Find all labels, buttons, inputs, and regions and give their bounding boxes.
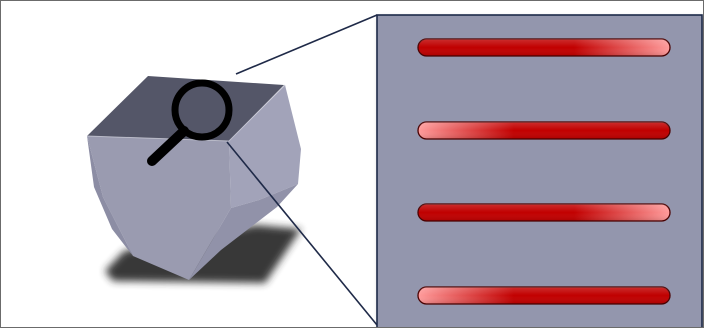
block-top-face: [87, 76, 284, 141]
magnifier-icon: [147, 79, 233, 166]
callout-line-top: [235, 14, 378, 75]
block-top-edge-highlight: [86, 84, 286, 142]
block-front-face: [87, 136, 231, 280]
stripe-1: [417, 38, 671, 57]
callout-line-bottom: [226, 141, 378, 326]
block-right-face: [229, 85, 301, 208]
faceted-block: [86, 76, 301, 280]
block-lower-right-face: [189, 184, 298, 280]
zoom-panel: [376, 14, 703, 327]
stripe-4: [417, 286, 671, 305]
stripe-3: [417, 203, 671, 222]
stripe-2: [417, 121, 671, 140]
